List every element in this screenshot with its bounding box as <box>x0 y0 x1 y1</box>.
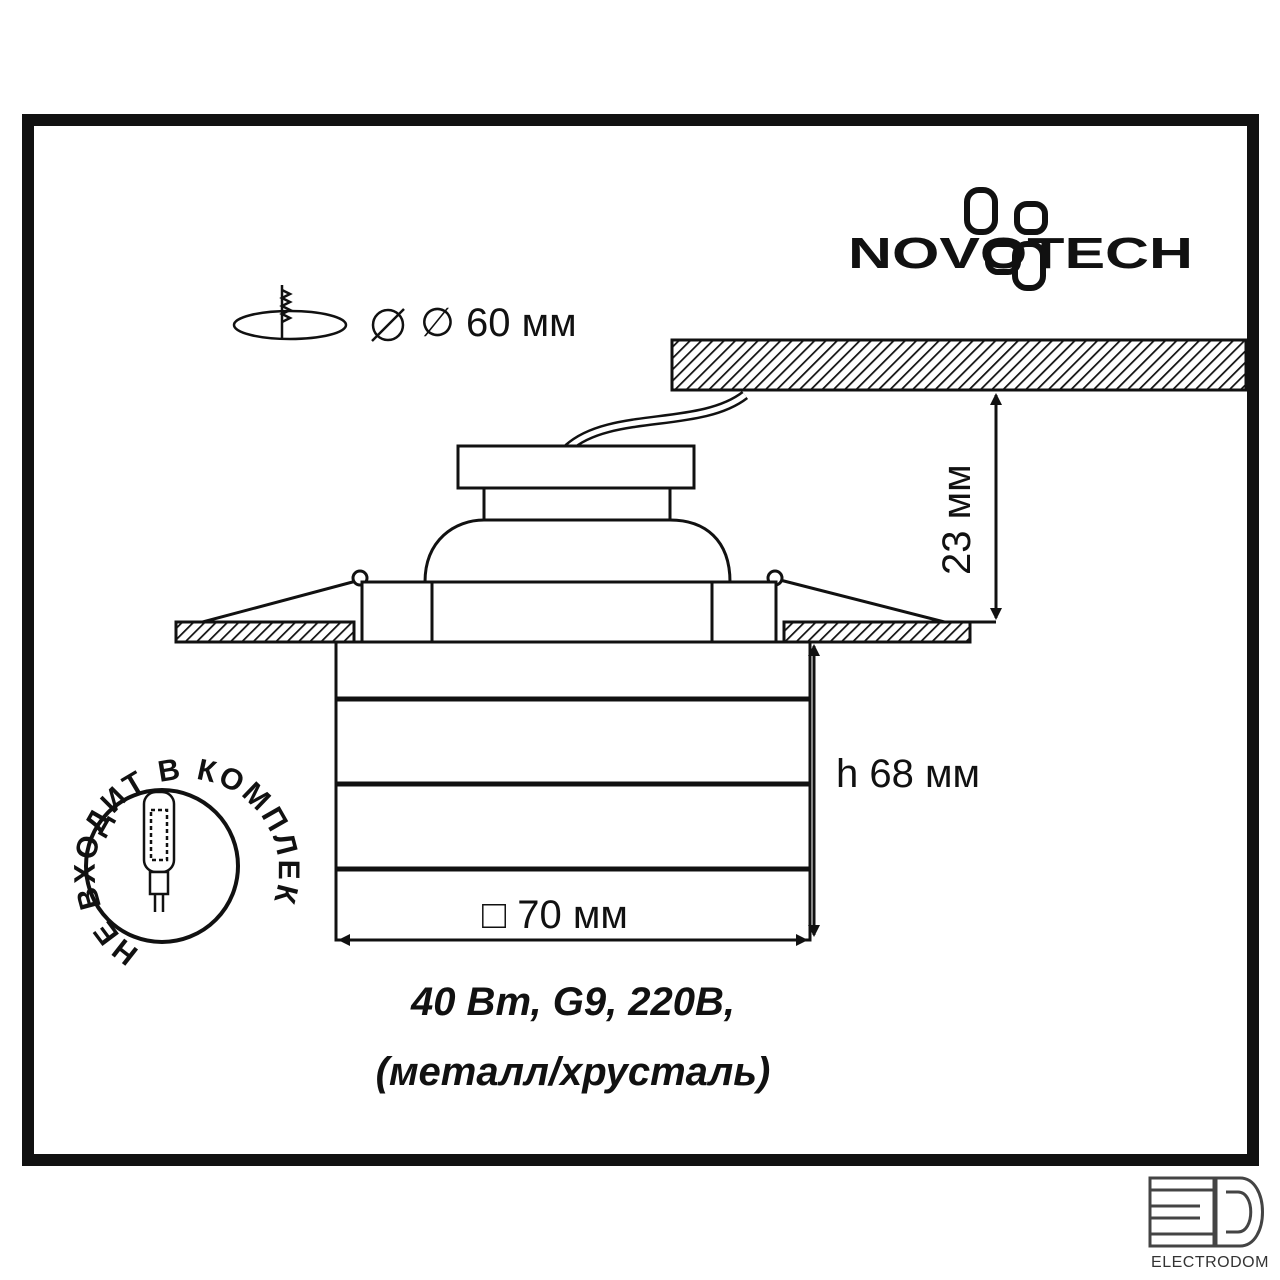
g9-bulb-icon <box>142 790 176 912</box>
brand-name: NOVOTECH <box>848 232 1193 272</box>
lamp-holder <box>423 444 732 584</box>
cut-hole-icon <box>232 285 405 342</box>
hole-diameter-label: ∅ 60 мм <box>420 301 577 345</box>
lamp-not-included-badge: НЕ ВХОДИТ В КОМПЛЕКТ <box>0 0 302 971</box>
drawing-frame <box>22 114 1259 1166</box>
brand-logo-text: NOVOTECH <box>848 232 1193 272</box>
spec-line-material: (металл/хрусталь) <box>375 1050 771 1094</box>
height-label: h 68 мм <box>836 752 980 796</box>
crystal-body <box>334 640 812 942</box>
ceiling-panel-left <box>174 620 356 644</box>
dimension-lines <box>338 393 1002 946</box>
electrodom-monogram-icon <box>1148 1176 1264 1248</box>
ceiling-panel-right <box>782 620 972 644</box>
novotech-logo-icon <box>964 187 1048 291</box>
fixture-frame <box>360 580 778 644</box>
recess-depth-label: 23 мм <box>935 464 979 575</box>
spec-line-power: 40 Вт, G9, 220В, <box>410 980 736 1024</box>
width-label: □ 70 мм <box>482 893 628 937</box>
watermark-name: ELECTRODOM <box>1151 1254 1269 1271</box>
ceiling-slab <box>670 338 1248 392</box>
